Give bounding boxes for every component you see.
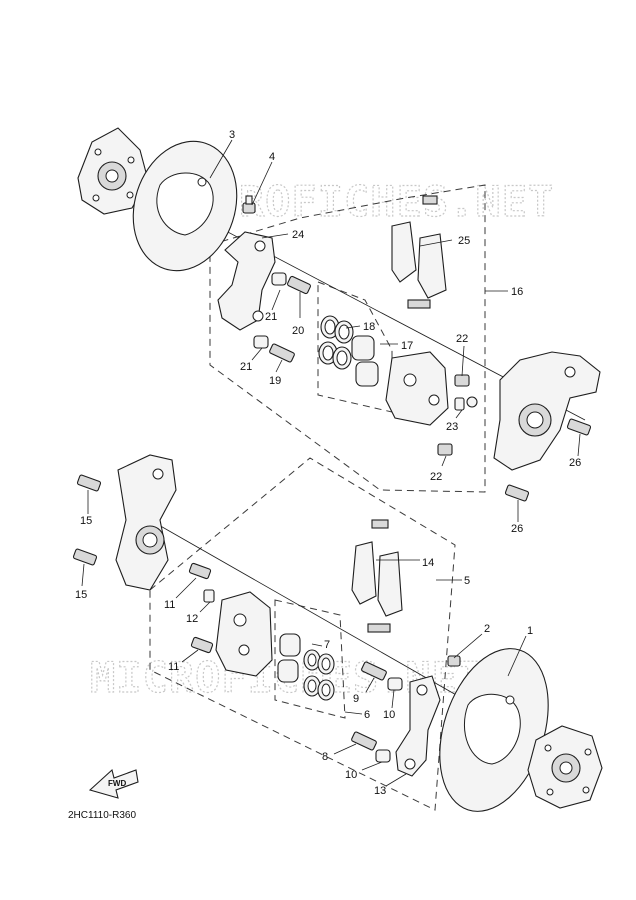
callout-26-upper: 26 xyxy=(569,457,581,469)
disc-bolt-front xyxy=(447,655,461,667)
disc-bolt-rear xyxy=(242,195,256,214)
piston-seals-rear xyxy=(318,315,354,370)
callout-numbers: 1 2 3 4 5 6 7 8 9 10 10 11 11 12 13 14 1… xyxy=(75,129,581,797)
callout-8: 8 xyxy=(322,751,328,763)
callout-10-upper: 10 xyxy=(383,709,395,721)
callout-1: 1 xyxy=(527,625,533,637)
callout-21-lower: 21 xyxy=(240,361,252,373)
slide-pin-10-upper xyxy=(387,677,403,691)
piston-seals-front xyxy=(303,649,335,701)
slide-pin-rear-upper xyxy=(271,272,287,286)
callout-4: 4 xyxy=(269,151,275,163)
brake-disc-rear xyxy=(132,140,238,272)
diagram-reference-code: 2HC1110-R360 xyxy=(68,810,136,821)
leader-lines xyxy=(81,139,581,787)
callout-18: 18 xyxy=(363,321,375,333)
bolt-9 xyxy=(361,661,387,681)
slide-pin-rear-lower xyxy=(253,335,269,349)
callout-13: 13 xyxy=(374,785,386,797)
bolt-22-upper xyxy=(454,374,470,387)
steering-knuckle-right xyxy=(493,351,601,471)
callout-15-upper: 15 xyxy=(80,515,92,527)
bolt-19 xyxy=(269,343,295,363)
callout-19: 19 xyxy=(269,375,281,387)
wheel-hub-front xyxy=(527,725,603,809)
knuckle-bolt-26-upper xyxy=(566,418,592,436)
callout-20: 20 xyxy=(292,325,304,337)
callout-14: 14 xyxy=(422,557,434,569)
caliper-body-front xyxy=(215,591,273,677)
callout-16: 16 xyxy=(511,286,523,298)
callout-23: 23 xyxy=(446,421,458,433)
callout-7: 7 xyxy=(324,639,330,651)
callout-22-upper: 22 xyxy=(456,333,468,345)
bolt-8 xyxy=(351,731,377,751)
callout-6: 6 xyxy=(364,709,370,721)
caliper-bracket-front xyxy=(395,675,441,777)
wheel-hub-rear xyxy=(77,127,149,215)
steering-knuckle-left xyxy=(115,454,177,591)
group-outline-6 xyxy=(274,599,346,719)
knuckle-bolt-15-lower xyxy=(72,548,98,566)
knuckle-bolt-15-upper xyxy=(76,474,102,492)
bleeder-12 xyxy=(203,589,215,603)
callout-22-lower: 22 xyxy=(430,471,442,483)
caliper-body-rear xyxy=(385,351,449,426)
callout-9: 9 xyxy=(353,693,359,705)
bolt-20 xyxy=(287,275,311,295)
pistons-front xyxy=(277,633,301,683)
bolt-11-lower xyxy=(190,636,214,654)
callout-15-lower: 15 xyxy=(75,589,87,601)
bleeder-23 xyxy=(454,396,478,411)
bolt-11-upper xyxy=(188,562,212,580)
callout-11-lower: 11 xyxy=(168,661,179,673)
callout-17: 17 xyxy=(401,340,413,352)
callout-26-lower: 26 xyxy=(511,523,523,535)
bolt-22-lower xyxy=(437,443,453,456)
brake-pads-front xyxy=(351,519,403,633)
slide-pin-10-lower xyxy=(375,749,391,763)
fwd-label: FWD xyxy=(108,779,126,788)
callout-5: 5 xyxy=(464,575,470,587)
callout-11-upper: 11 xyxy=(164,599,175,611)
group-outline-16 xyxy=(209,184,486,493)
callout-24: 24 xyxy=(292,229,304,241)
callout-25: 25 xyxy=(458,235,470,247)
group-outline-5 xyxy=(149,457,456,811)
brake-disc-front xyxy=(439,648,549,812)
callout-10-lower: 10 xyxy=(345,769,357,781)
callout-12: 12 xyxy=(186,613,198,625)
pistons-rear xyxy=(351,335,379,387)
callout-2: 2 xyxy=(484,623,490,635)
fwd-arrow-icon: FWD xyxy=(88,768,139,799)
knuckle-bolt-26-lower xyxy=(504,484,530,502)
brake-pads-rear xyxy=(391,195,447,309)
callout-3: 3 xyxy=(229,129,235,141)
callout-21-upper: 21 xyxy=(265,311,277,323)
